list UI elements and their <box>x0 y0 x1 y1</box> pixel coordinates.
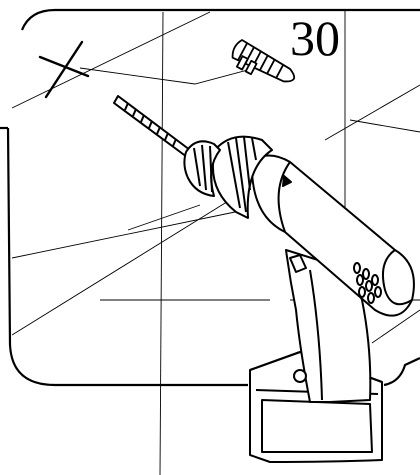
drill-chuck <box>183 140 221 197</box>
step-number: 30 <box>290 10 340 66</box>
torque-collar <box>211 135 292 219</box>
drill-body <box>250 154 415 317</box>
drill-bit <box>113 95 191 158</box>
cordless-drill-icon <box>113 95 415 463</box>
wall-panel <box>0 8 420 387</box>
wall-plug-icon <box>231 39 296 83</box>
cross-mark-icon <box>38 40 90 99</box>
